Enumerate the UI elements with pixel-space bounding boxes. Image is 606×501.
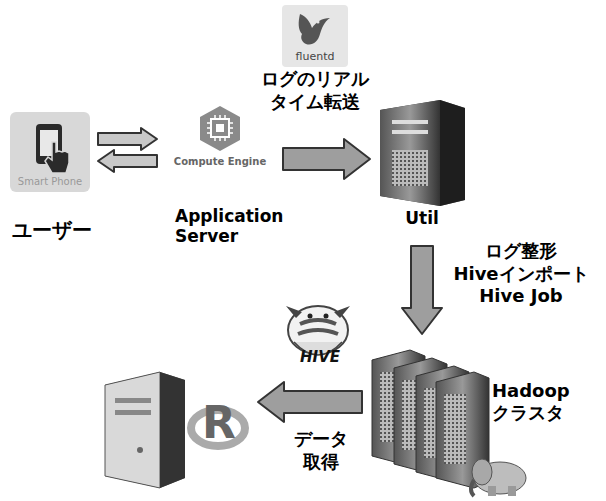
arrow-label: データ 取得 bbox=[280, 428, 362, 473]
server-label: Util bbox=[378, 208, 466, 228]
r-node: R bbox=[100, 368, 250, 490]
hadoop-elephant bbox=[471, 459, 526, 496]
transfer-arrow bbox=[283, 139, 370, 179]
arrow-label: ログのリアルタイム転送 bbox=[252, 68, 377, 113]
icon-caption: Compute Engine bbox=[165, 156, 275, 168]
server-label: Application Server bbox=[175, 206, 303, 247]
smartphone-node: Smart Phoneユーザー bbox=[10, 112, 90, 192]
actor-label: ユーザー bbox=[12, 218, 116, 242]
hive-logo bbox=[286, 306, 350, 355]
fetch-arrow bbox=[258, 382, 362, 422]
icon-caption: Smart Phone bbox=[10, 176, 90, 188]
r-server bbox=[105, 372, 245, 488]
logo-text: HIVE bbox=[290, 348, 350, 366]
app-server-node: Compute EngineApplication Server bbox=[165, 106, 275, 174]
response-arrow bbox=[98, 150, 157, 172]
r-logo-letter: R bbox=[194, 397, 244, 450]
fluentd-node: fluentd bbox=[282, 5, 348, 67]
compute-engine-icon bbox=[200, 106, 240, 151]
util-server bbox=[380, 100, 465, 206]
util-node: Util bbox=[378, 98, 466, 206]
arrow-label: ログ整形 Hiveインポート Hive Job bbox=[440, 240, 602, 308]
hadoop-node: Hadoop クラスタ bbox=[370, 342, 492, 482]
fluentd-icon bbox=[282, 5, 348, 67]
smartphone-icon bbox=[10, 112, 90, 192]
icon-caption: fluentd bbox=[282, 50, 348, 63]
hadoop-servers bbox=[372, 350, 489, 488]
cluster-label: Hadoop クラスタ bbox=[492, 380, 584, 423]
process-arrow bbox=[402, 246, 442, 334]
request-arrow bbox=[98, 128, 157, 150]
